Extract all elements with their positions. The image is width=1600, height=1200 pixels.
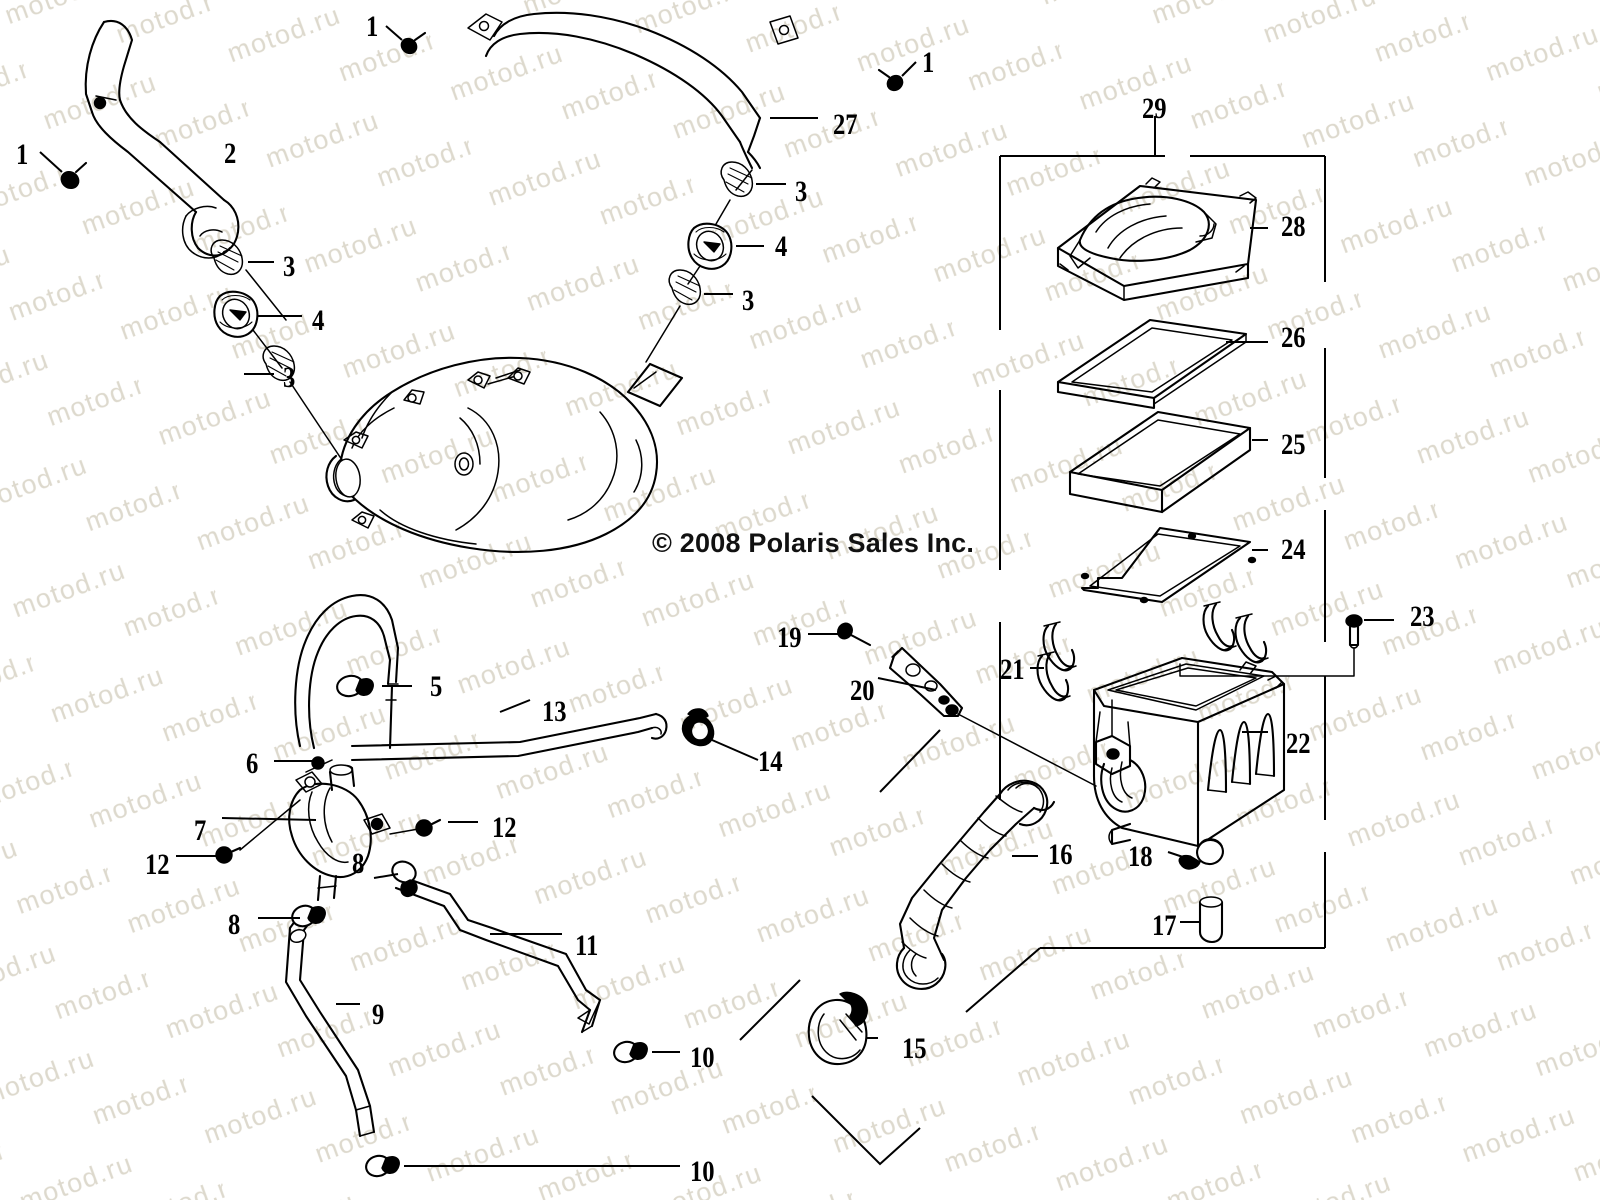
callout-10-a: 10 [690, 1041, 715, 1074]
callout-23: 23 [1410, 600, 1435, 633]
callout-14: 14 [758, 745, 783, 778]
callout-15: 15 [902, 1032, 927, 1065]
callout-8-b: 8 [228, 908, 241, 941]
vacuum-hose-part-13 [350, 699, 668, 762]
callout-10-b: 10 [690, 1155, 715, 1188]
bolt-part-1-left [39, 151, 88, 190]
callout-16: 16 [1048, 838, 1073, 871]
heat-shield-part-27 [467, 11, 818, 170]
group-bracket-29 [999, 116, 1326, 949]
callout-20: 20 [850, 674, 875, 707]
callout-13: 13 [542, 695, 567, 728]
exhaust-coupler-part-4-left [213, 290, 302, 338]
callout-26: 26 [1281, 321, 1306, 354]
mounting-bracket-part-20 [877, 646, 1097, 787]
callout-1-top: 1 [366, 10, 379, 43]
callout-1-right: 1 [922, 46, 935, 79]
exhaust-coupler-part-4-right [687, 222, 764, 270]
airbox-cover-part-28 [1056, 177, 1268, 302]
callout-11: 11 [575, 929, 599, 962]
air-filter-element-part-25 [1068, 410, 1268, 514]
muffler-body [325, 356, 684, 553]
exhaust-pipe-part-2 [84, 20, 240, 259]
retaining-clips-part-21 [1030, 601, 1269, 702]
callout-1-left: 1 [16, 138, 29, 171]
airbox-gasket-part-26 [1056, 318, 1268, 410]
callout-3-b: 3 [283, 361, 296, 394]
callout-24: 24 [1281, 533, 1306, 566]
hose-clamp-part-5 [336, 674, 412, 698]
callout-25: 25 [1281, 428, 1306, 461]
fuel-pump-hose-group [176, 594, 759, 1178]
callout-29: 29 [1142, 92, 1167, 125]
callout-3-a: 3 [283, 250, 296, 283]
callout-21: 21 [1000, 653, 1025, 686]
spring-clamp-part-14 [681, 708, 759, 761]
callout-4-b: 4 [775, 230, 788, 263]
callout-12-b: 12 [145, 848, 170, 881]
callout-22: 22 [1286, 727, 1311, 760]
screw-part-23 [1179, 614, 1394, 677]
bolt-part-1-top [385, 25, 427, 55]
copyright-notice: © 2008 Polaris Sales Inc. [652, 528, 975, 558]
exhaust-clamp-part-3-d [668, 269, 733, 306]
worm-clamp-part-15 [807, 991, 878, 1066]
callout-4-a: 4 [312, 304, 325, 337]
exhaust-system-group [39, 11, 917, 553]
callout-3-d: 3 [742, 284, 755, 317]
airbox-housing-part-22 [1092, 656, 1286, 848]
callout-19: 19 [777, 621, 802, 654]
callout-12-a: 12 [492, 811, 517, 844]
callout-3-c: 3 [795, 175, 808, 208]
exhaust-clamp-part-3-a [210, 239, 274, 276]
callout-27: 27 [833, 108, 858, 141]
intake-airbox-group [739, 116, 1394, 1166]
filter-backing-plate-part-24 [1080, 526, 1268, 604]
group-bracket-bottom [739, 729, 1041, 1166]
callout-28: 28 [1281, 210, 1306, 243]
hose-part-5-loop [294, 594, 400, 750]
callout-9: 9 [372, 998, 385, 1031]
callout-2: 2 [224, 137, 237, 170]
callout-6: 6 [246, 747, 259, 780]
hose-clamp-part-8-upper [373, 860, 418, 898]
callout-17: 17 [1152, 909, 1177, 942]
exhaust-clamp-part-3-c [720, 161, 786, 198]
intake-duct-part-16 [895, 779, 1056, 990]
callout-5: 5 [430, 670, 443, 703]
plug-part-17 [1180, 896, 1224, 944]
callout-18: 18 [1128, 840, 1153, 873]
bolt-part-1-right [877, 61, 917, 92]
callout-8-a: 8 [352, 847, 365, 880]
hose-clamp-part-10-lower [365, 1154, 680, 1178]
callout-7: 7 [194, 814, 207, 847]
bolt-part-19 [808, 622, 872, 647]
bolt-part-12-right [389, 818, 478, 837]
fuel-hose-part-11 [394, 874, 602, 1034]
hose-clamp-part-10-upper [613, 1040, 680, 1064]
